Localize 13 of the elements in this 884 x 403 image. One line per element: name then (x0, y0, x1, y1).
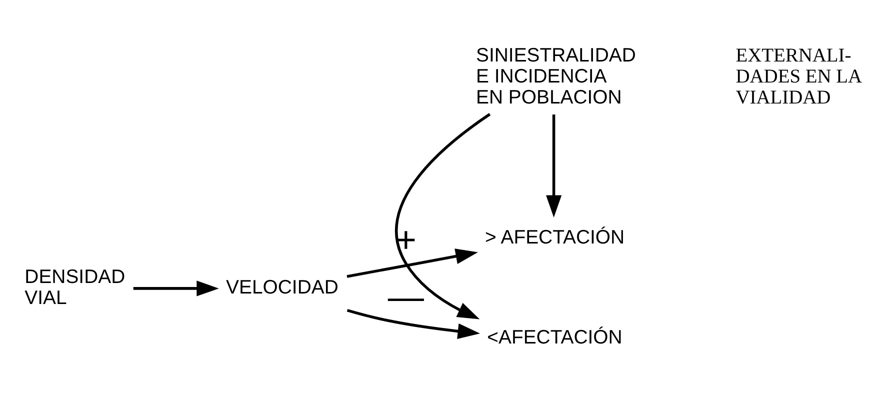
arrow (546, 114, 562, 217)
node-text: SINIESTRALIDAD E INCIDENCIA EN POBLACION (476, 44, 636, 108)
node-text: > AFECTACIÓN (485, 226, 625, 248)
node-text: VELOCIDAD (226, 276, 338, 298)
edge-label: — (388, 276, 424, 317)
arrow (346, 248, 478, 278)
edge-label: + (395, 218, 416, 260)
node-text: EXTERNALI- DADES EN LA VIALIDAD (736, 45, 862, 108)
arrow (133, 280, 219, 296)
node-text: DENSIDAD VIAL (24, 266, 126, 309)
node-text: <AFECTACIÓN (487, 326, 622, 348)
arrow (395, 112, 491, 319)
arrow (346, 308, 480, 338)
